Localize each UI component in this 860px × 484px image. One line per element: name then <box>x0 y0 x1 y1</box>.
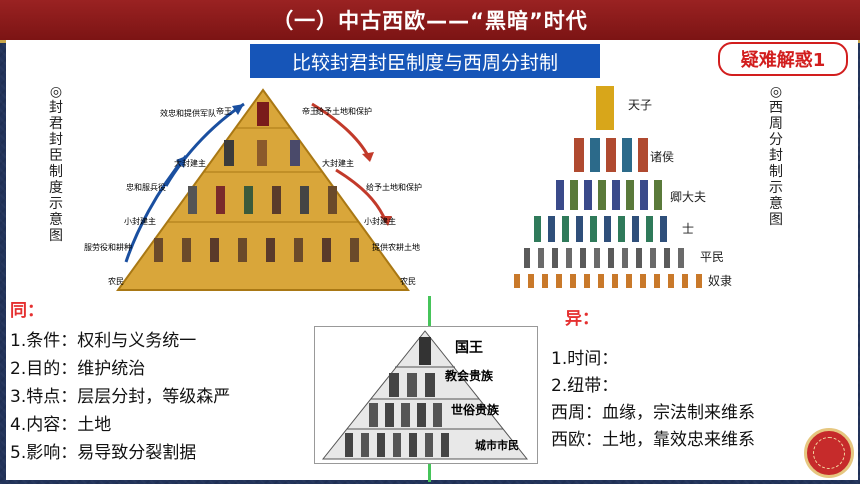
same-item: 4.内容：土地 <box>10 415 112 435</box>
zhou-caption: ◎西周分封制示意图 <box>769 84 783 228</box>
title-bar: （一）中古西欧——“黑暗”时代 <box>0 0 860 43</box>
diff-item: 西周：血缘，宗法制来维系 <box>551 403 755 423</box>
feudal-caption: ◎封君封臣制度示意图 <box>49 84 63 244</box>
zhou-rank: 诸侯 <box>650 150 675 164</box>
zhou-figures-svg <box>504 82 766 292</box>
feudal-right-label: 提供农耕土地 <box>372 243 420 252</box>
same-heading: 同： <box>10 301 44 321</box>
feudal-right-label: 给予土地和保护 <box>366 183 422 192</box>
feudal-rank-label: 农民 <box>400 277 416 286</box>
same-item: 1.条件：权利与义务统一 <box>10 331 197 351</box>
diff-item: 西欧：土地，靠效忠来维系 <box>551 430 755 450</box>
zhou-rank: 卿大夫 <box>670 190 707 204</box>
feudal-diagram: 效忠和提供军队 忠和服兵役 服劳役和耕种 给予土地和保护 给予土地和保护 提供农… <box>66 82 432 292</box>
feudal-pyramid-svg <box>66 82 432 292</box>
social-rank: 国王 <box>455 340 483 356</box>
feudal-rank-label: 大封建主 <box>322 159 354 168</box>
feudal-left-label: 效忠和提供军队 <box>160 109 216 118</box>
social-rank: 世俗贵族 <box>451 403 500 417</box>
social-pyramid: 国王 教会贵族 世俗贵族 城市市民 <box>314 326 538 464</box>
zhou-diagram: 天子 诸侯 卿大夫 士 平民 奴隶 <box>504 82 766 292</box>
diff-heading: 异： <box>565 309 599 329</box>
zhou-rank: 天子 <box>628 98 653 112</box>
difficulty-badge: 疑难解惑1 <box>718 42 848 76</box>
social-rank: 城市市民 <box>475 439 519 452</box>
feudal-rank-label: 帝王 <box>302 107 318 116</box>
feudal-rank-label: 小封建主 <box>124 217 156 226</box>
same-item: 5.影响：易导致分裂割据 <box>10 443 197 463</box>
social-pyramid-svg <box>321 330 529 460</box>
zhou-rank: 士 <box>682 222 695 236</box>
feudal-right-label: 给予土地和保护 <box>316 107 372 116</box>
zhou-rank: 平民 <box>700 250 725 264</box>
feudal-left-label: 服劳役和耕种 <box>84 243 132 252</box>
same-item: 2.目的：维护统治 <box>10 359 146 379</box>
diff-item: 1.时间： <box>551 349 619 369</box>
page-title: （一）中古西欧——“黑暗”时代 <box>272 9 588 33</box>
feudal-left-label: 忠和服兵役 <box>126 183 166 192</box>
comparison-title: 比较封君封臣制度与西周分封制 <box>250 44 600 78</box>
feudal-rank-label: 帝王 <box>216 107 232 116</box>
social-rank: 教会贵族 <box>445 369 494 383</box>
feudal-rank-label: 大封建主 <box>174 159 206 168</box>
diff-item: 2.纽带： <box>551 376 619 396</box>
feudal-rank-label: 小封建主 <box>364 217 396 226</box>
same-item: 3.特点：层层分封，等级森严 <box>10 387 231 407</box>
zhou-rank: 奴隶 <box>708 274 733 288</box>
feudal-rank-label: 农民 <box>108 277 124 286</box>
seal-stamp-icon <box>804 428 854 478</box>
